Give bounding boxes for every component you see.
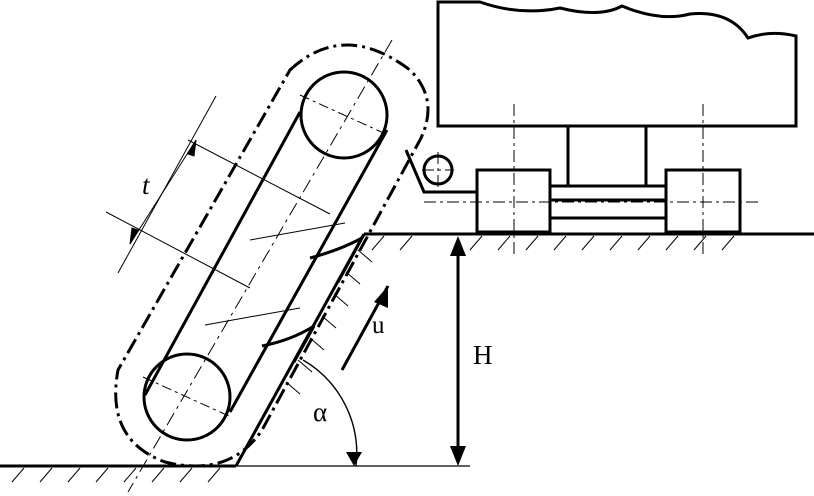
ground-lower-hatching	[11, 467, 221, 483]
angle-alpha-arc	[302, 359, 362, 467]
lower-pulley-axis	[142, 376, 232, 418]
ground-upper-hatching	[371, 235, 735, 251]
upper-pulley-axis	[299, 94, 389, 136]
conveyor-centerline	[127, 39, 393, 493]
machine-centerlines	[422, 104, 760, 258]
paddle-upper	[309, 234, 366, 283]
belt-left-run	[143, 111, 302, 396]
roller-arm	[404, 149, 477, 194]
pitch-label-t: t	[142, 170, 150, 200]
velocity-arrow-u	[340, 285, 390, 371]
lower-pulley	[142, 352, 232, 442]
slope-hatching	[285, 249, 373, 395]
belt-right-run	[228, 129, 389, 413]
pitch-dimension-t	[105, 95, 331, 289]
height-label-H: H	[473, 340, 493, 370]
upper-pulley	[299, 70, 389, 160]
paddle-lower	[261, 324, 316, 363]
machine-body	[436, 0, 798, 128]
height-dimension-H	[450, 236, 466, 466]
velocity-label-u: u	[372, 312, 385, 339]
angle-label-alpha: α	[313, 397, 328, 427]
conveyor-envelope-outline	[114, 43, 430, 468]
